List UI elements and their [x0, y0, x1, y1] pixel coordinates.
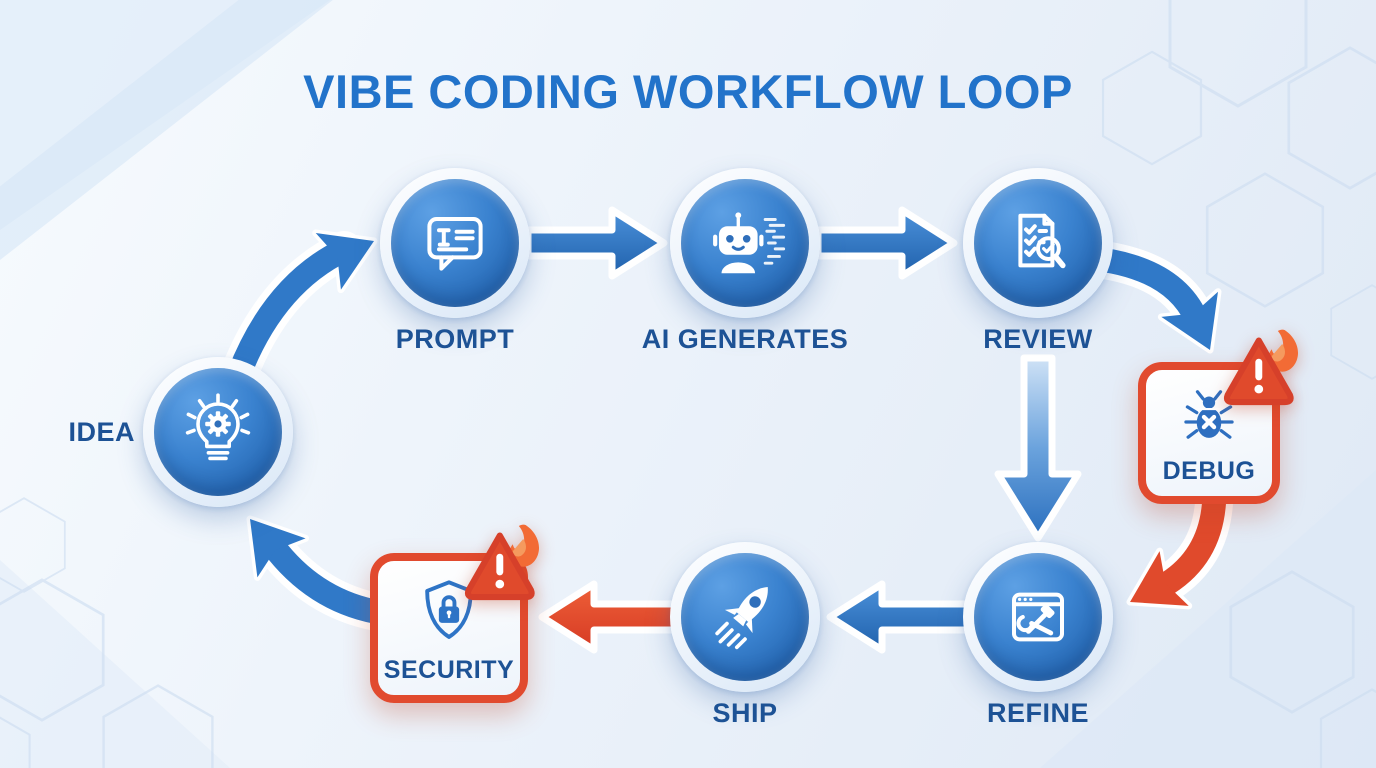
node-refine-ring — [963, 542, 1113, 692]
node-ship-ring — [670, 542, 820, 692]
node-review-ring — [963, 168, 1113, 318]
arrow-prompt-to-ai — [524, 206, 668, 280]
node-prompt: PROMPT — [380, 168, 530, 354]
flame-warning-icon — [1223, 329, 1299, 406]
rocket-icon — [715, 586, 768, 650]
node-prompt-label: PROMPT — [395, 324, 515, 354]
arrow-security-to-idea — [226, 499, 409, 633]
browser-tools-icon — [1012, 592, 1064, 642]
flame-warning-icon — [464, 524, 540, 601]
node-idea-disc — [154, 368, 282, 496]
node-idea: IDEA — [68, 357, 293, 507]
checklist-magnifier-icon — [1018, 213, 1066, 269]
node-security: SECURITY — [370, 524, 540, 703]
node-security-label: SECURITY — [383, 656, 515, 684]
node-ai-ring — [670, 168, 820, 318]
node-debug-label: DEBUG — [1162, 457, 1256, 485]
node-review-disc — [974, 179, 1102, 307]
node-refine-label: REFINE — [986, 698, 1090, 728]
node-prompt-ring — [380, 168, 530, 318]
node-refine: REFINE — [963, 542, 1113, 728]
shield-lock-icon — [425, 579, 473, 639]
node-idea-ring — [143, 357, 293, 507]
node-review: REVIEW — [963, 168, 1113, 354]
node-debug: DEBUG — [1138, 329, 1299, 504]
arrow-idea-to-prompt — [220, 213, 387, 393]
node-prompt-disc — [391, 179, 519, 307]
node-ship-label: SHIP — [712, 698, 778, 728]
node-ai-generates-label: AI GENERATES — [641, 324, 849, 354]
arrow-refine-to-ship — [826, 580, 972, 654]
lightbulb-gear-icon — [185, 393, 251, 461]
node-ship: SHIP — [670, 542, 820, 728]
page-title: VIBE CODING WORKFLOW LOOP — [303, 65, 1073, 118]
node-review-label: REVIEW — [983, 324, 1093, 354]
node-idea-label: IDEA — [68, 417, 135, 447]
arrow-review-to-refine — [994, 354, 1082, 542]
node-refine-disc — [974, 553, 1102, 681]
robot-icon — [713, 212, 786, 274]
node-ship-disc — [681, 553, 809, 681]
node-ai-disc — [681, 179, 809, 307]
node-debug-icon-wrap — [1173, 370, 1245, 457]
node-ai-generates: AI GENERATES — [642, 168, 848, 354]
chat-message-icon — [427, 217, 483, 271]
arrow-ship-to-security — [538, 580, 682, 654]
node-security-icon-wrap — [410, 561, 488, 656]
arrow-ai-to-review — [814, 206, 958, 280]
bug-icon — [1184, 389, 1234, 439]
arrow-debug-to-refine — [1115, 484, 1233, 629]
